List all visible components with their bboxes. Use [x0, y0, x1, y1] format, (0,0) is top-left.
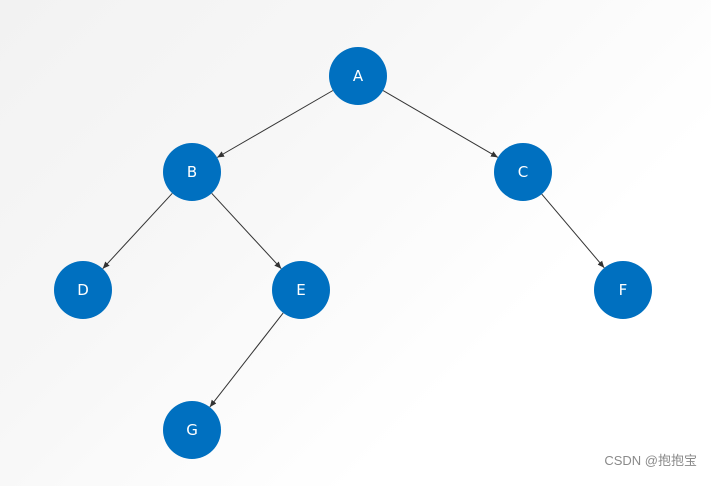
node-E-circle [272, 261, 330, 319]
node-D[interactable]: D [54, 261, 112, 319]
edge-A-B [216, 90, 334, 158]
node-C[interactable]: C [494, 143, 552, 201]
node-F-circle [594, 261, 652, 319]
node-A-circle [329, 47, 387, 105]
node-D-label: D [77, 281, 89, 299]
node-E-label: E [296, 281, 305, 299]
watermark: CSDN @抱抱宝 [604, 453, 697, 468]
node-A[interactable]: A [329, 47, 387, 105]
node-B-circle [163, 143, 221, 201]
node-D-circle [54, 261, 112, 319]
node-G[interactable]: G [163, 401, 221, 459]
node-E[interactable]: E [272, 261, 330, 319]
node-B-label: B [187, 163, 197, 181]
edge-C-F [541, 193, 605, 269]
edge-A-C [382, 90, 499, 158]
edge-B-D [102, 192, 173, 270]
edges-layer [102, 90, 605, 408]
node-C-circle [494, 143, 552, 201]
edge-E-G [209, 312, 284, 408]
node-F[interactable]: F [594, 261, 652, 319]
node-B[interactable]: B [163, 143, 221, 201]
node-C-label: C [518, 163, 528, 181]
edge-B-E [211, 192, 282, 270]
node-F-label: F [619, 281, 628, 299]
node-G-label: G [186, 421, 198, 439]
node-A-label: A [353, 67, 364, 85]
node-G-circle [163, 401, 221, 459]
